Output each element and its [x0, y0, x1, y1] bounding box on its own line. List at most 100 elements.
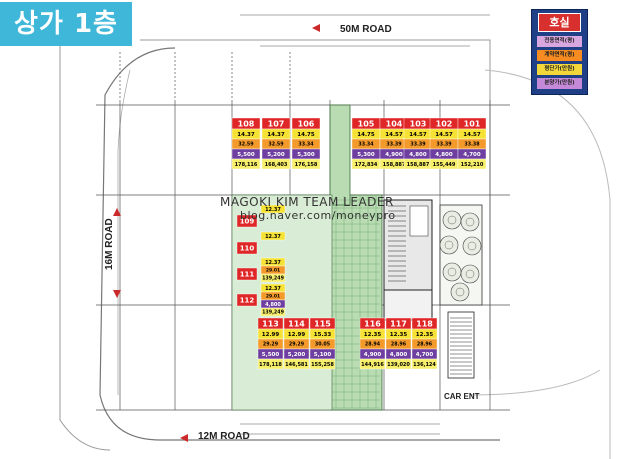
unit-number: 105 [358, 119, 375, 128]
unit-price: 4,900 [385, 152, 403, 158]
legend-item-contract-area: 계약면적(평) [537, 50, 582, 61]
unit-number: 113 [262, 319, 279, 328]
unit-total: 146,581 [285, 362, 308, 368]
unit-price: 5,200 [288, 352, 306, 358]
watermark-blog: blog.naver.com/moneypro [240, 209, 396, 222]
unit-total: 144,916 [361, 362, 384, 368]
unit-area: 15.33 [314, 332, 332, 338]
unit-area: 14.37 [267, 132, 285, 138]
unit-contract-area: 29.29 [263, 342, 279, 348]
unit-area: 14.75 [297, 132, 315, 138]
unit-contract-area: 33.39 [410, 142, 426, 148]
watermark-name: MAGOKI KIM TEAM LEADER [220, 195, 394, 209]
unit-number: 109 [240, 217, 255, 225]
unit-number-cell [236, 293, 258, 307]
unit-price: 5,100 [314, 352, 332, 358]
road-label-north: 50M ROAD [340, 24, 392, 35]
unit-number: 116 [364, 319, 381, 328]
unit-number: 101 [464, 119, 481, 128]
unit-number: 110 [240, 244, 255, 252]
unit-total-cell [260, 273, 286, 283]
road-arrow-south-icon [180, 434, 188, 442]
unit-total-cell [283, 358, 310, 370]
unit-price: 4,800 [435, 152, 453, 158]
unit-number: 108 [238, 119, 255, 128]
unit-number: 111 [240, 270, 255, 278]
unit-price: 4,900 [364, 352, 382, 358]
floor-label: 상가 1층 [0, 2, 132, 46]
unit-number: 115 [314, 319, 331, 328]
unit-price: 5,500 [237, 152, 255, 158]
unit-total: 158,887 [407, 162, 430, 168]
unit-total-cell [257, 358, 284, 370]
legend-item-sale-price: 분양가(만원) [537, 78, 582, 89]
unit-area: 12.99 [288, 332, 306, 338]
unit-total-cell [309, 358, 336, 370]
road-arrow-west-icon [113, 208, 121, 216]
unit-contract-area: 28.96 [417, 342, 433, 348]
unit-total: 152,210 [461, 162, 484, 168]
unit-contract-area: 32.59 [268, 142, 284, 148]
unit-contract-area: 29.29 [289, 342, 305, 348]
road-label-south: 12M ROAD [198, 431, 250, 442]
unit-total: 139,249 [262, 310, 285, 316]
car-entry-label: CAR ENT [444, 392, 480, 401]
unit-total: 136,124 [413, 362, 436, 368]
unit-area-cell [260, 231, 286, 241]
unit-total-cell [457, 158, 487, 170]
road-label-west: 16M ROAD [104, 218, 115, 270]
unit-total-cell [411, 358, 438, 370]
unit-price: 5,300 [297, 152, 315, 158]
unit-contract-area: 33.39 [436, 142, 452, 148]
unit-contract-area: 32.59 [238, 142, 254, 148]
unit-area: 12.35 [416, 332, 434, 338]
unit-contract-area: 29.01 [266, 268, 280, 274]
unit-price: 5,200 [267, 152, 285, 158]
unit-area: 12.37 [265, 207, 281, 213]
unit-total-cell [385, 358, 412, 370]
unit-area: 14.57 [435, 132, 453, 138]
unit-total: 155,449 [433, 162, 456, 168]
unit-total: 178,116 [235, 162, 258, 168]
unit-contract-area: 33.34 [358, 142, 374, 148]
unit-contract-area: 33.34 [298, 142, 314, 148]
unit-area: 12.99 [262, 332, 280, 338]
legend-item-exclusive-area: 전용면적(평) [537, 36, 582, 47]
unit-price: 4,800 [390, 352, 408, 358]
unit-total-cell [291, 158, 321, 170]
unit-contract-area: 28.96 [391, 342, 407, 348]
unit-number: 103 [410, 119, 427, 128]
unit-price: 5,500 [262, 352, 280, 358]
unit-number-cell [236, 214, 258, 228]
unit-total: 178,118 [259, 362, 282, 368]
unit-total-cell [261, 158, 291, 170]
unit-number: 118 [416, 319, 433, 328]
unit-total: 158,887 [383, 162, 406, 168]
legend: 호실 전용면적(평) 계약면적(평) 평단가(만원) 분양가(만원) [531, 9, 588, 95]
unit-contract-area: 33.38 [464, 142, 480, 148]
unit-area: 12.35 [364, 332, 382, 338]
unit-total-cell [231, 158, 261, 170]
unit-total: 168,403 [265, 162, 288, 168]
unit-price: 5,300 [357, 152, 375, 158]
unit-area: 14.57 [385, 132, 403, 138]
unit-number: 104 [386, 119, 403, 128]
legend-item-unit-price: 평단가(만원) [537, 64, 582, 75]
unit-total-cell [260, 307, 286, 317]
unit-total: 155,258 [311, 362, 334, 368]
unit-price: 4,700 [416, 352, 434, 358]
unit-price: 4,800 [409, 152, 427, 158]
unit-number: 107 [268, 119, 285, 128]
unit-contract-area: 33.39 [386, 142, 402, 148]
unit-number: 106 [298, 119, 315, 128]
unit-number: 114 [288, 319, 305, 328]
unit-total: 139,020 [387, 362, 410, 368]
unit-total: 176,158 [295, 162, 318, 168]
unit-price: 4,800 [265, 302, 281, 308]
unit-area: 14.57 [409, 132, 427, 138]
unit-area-cell [260, 204, 286, 214]
unit-price: 4,700 [463, 152, 481, 158]
unit-number-cell [236, 241, 258, 255]
unit-contract-area: 29.01 [266, 294, 280, 300]
